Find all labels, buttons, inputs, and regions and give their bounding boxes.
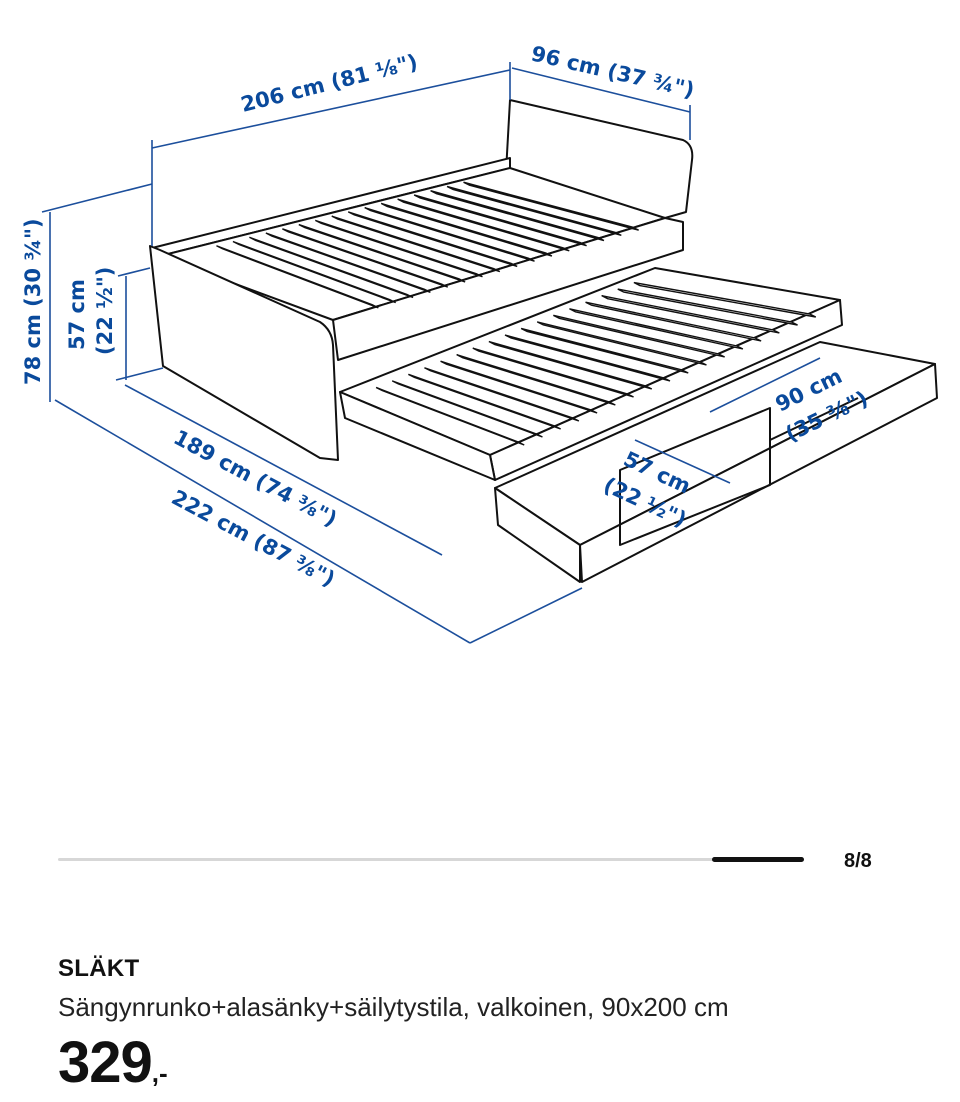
product-dimension-diagram: 206 cm (81 ⅛") 96 cm (37 ¾") 78 cm (30 ¾… — [21, 41, 938, 644]
slat — [413, 194, 587, 247]
product-description: Sängynrunko+alasänky+säilytystila, valko… — [58, 992, 729, 1022]
price-amount: 329 — [58, 1030, 153, 1095]
slat — [463, 181, 639, 231]
price-suffix: ,- — [151, 1058, 168, 1088]
slat — [375, 386, 525, 446]
trundle-slats — [375, 281, 817, 446]
dim-bed-height-in: (22 ½") — [93, 267, 117, 355]
slat — [265, 232, 431, 293]
dim-bed-height: 57 cm — [65, 279, 89, 350]
slat — [456, 353, 616, 406]
slat — [440, 360, 598, 414]
slat — [601, 294, 780, 334]
slat — [504, 334, 671, 382]
product-name: SLÄKT — [58, 955, 140, 982]
gallery-progress-track — [58, 858, 804, 861]
slat — [585, 301, 762, 342]
slat — [249, 236, 414, 299]
slat — [488, 340, 653, 390]
slat — [380, 202, 553, 257]
slat — [298, 223, 466, 283]
slat — [536, 321, 707, 366]
storage-drawers — [494, 341, 938, 583]
slat — [331, 215, 501, 273]
slat — [232, 240, 397, 304]
slat — [391, 380, 543, 438]
dimension-lines — [41, 62, 821, 644]
slat — [446, 185, 622, 237]
slat — [216, 245, 379, 309]
slat — [282, 228, 449, 288]
image-gallery-progress: 8/8 — [58, 850, 888, 872]
dim-total-height: 78 cm (30 ¾") — [21, 218, 45, 385]
gallery-progress-thumb[interactable] — [712, 857, 804, 862]
slat — [424, 367, 580, 422]
slat — [397, 198, 570, 252]
dim-width-top: 206 cm (81 ⅛") — [238, 50, 420, 117]
slat — [633, 281, 817, 318]
slat — [569, 308, 744, 350]
product-price: 329,- — [58, 1034, 168, 1102]
slat — [314, 219, 483, 278]
slat — [520, 327, 689, 374]
bed-slats — [216, 181, 639, 309]
slat — [430, 190, 605, 242]
slat — [617, 288, 798, 326]
gallery-counter: 8/8 — [844, 850, 872, 872]
slat — [472, 347, 634, 398]
slat — [347, 211, 518, 268]
slat — [553, 314, 725, 358]
slat — [364, 206, 535, 262]
slat — [408, 373, 561, 430]
